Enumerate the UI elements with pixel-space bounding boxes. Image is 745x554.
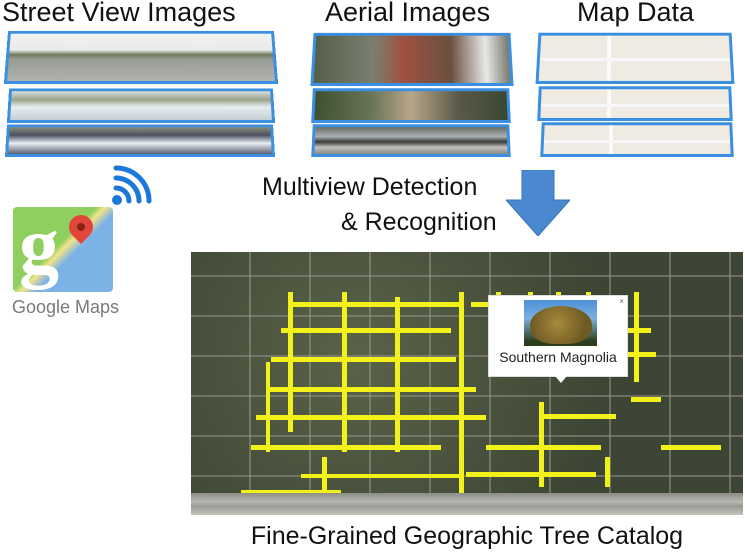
map-pin-icon: [64, 210, 98, 244]
close-icon[interactable]: ×: [619, 297, 624, 306]
street-view-title: Street View Images: [2, 0, 236, 27]
process-line-2: & Recognition: [341, 208, 497, 236]
google-maps-logo-icon: g: [13, 207, 113, 292]
tree-markers: [241, 292, 721, 502]
process-line-1: Multiview Detection: [262, 173, 478, 201]
down-arrow-icon: [506, 170, 570, 236]
map-data-title: Map Data: [577, 0, 695, 27]
highway: [191, 493, 743, 515]
map-data-1: [535, 32, 735, 84]
wifi-signal-icon: [112, 165, 152, 205]
google-g-glyph: g: [19, 207, 59, 290]
tree-info-popup[interactable]: × Southern Magnolia: [488, 295, 628, 383]
tree-species-label: Southern Magnolia: [499, 349, 617, 365]
aerial-image-3: [311, 124, 511, 157]
result-caption: Fine-Grained Geographic Tree Catalog: [250, 522, 684, 550]
aerial-image-1: [310, 32, 514, 87]
aerial-title: Aerial Images: [325, 0, 491, 27]
tree-catalog-map[interactable]: [191, 252, 743, 515]
street-view-image-1: [3, 30, 279, 85]
street-view-image-2: [6, 88, 276, 123]
tree-photo: [524, 300, 597, 346]
street-view-image-3: [4, 124, 276, 157]
map-data-3: [540, 122, 734, 157]
map-data-2: [537, 86, 733, 121]
google-maps-label: Google Maps: [12, 297, 120, 317]
tree-crown: [530, 306, 592, 344]
aerial-image-2: [311, 88, 511, 123]
